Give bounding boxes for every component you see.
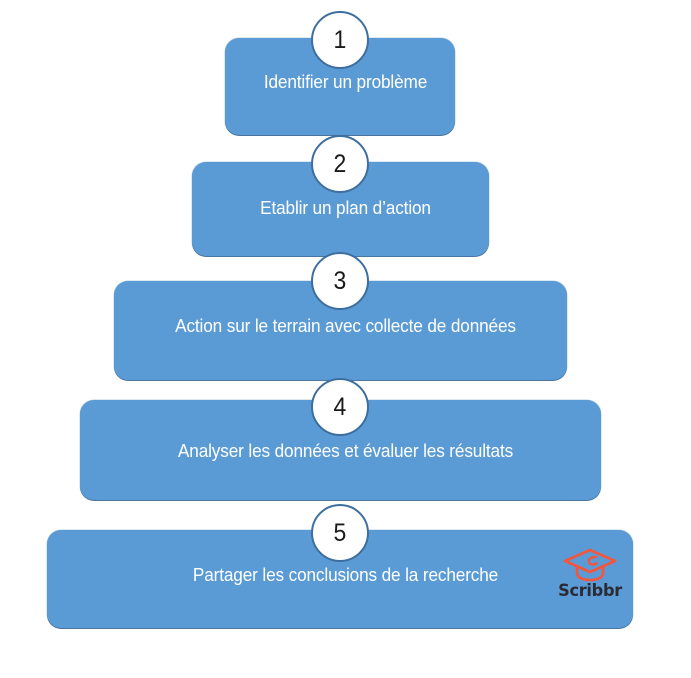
graduation-cap-icon	[563, 548, 617, 582]
step-number-1: 1	[333, 25, 347, 54]
step-number-5: 5	[333, 518, 347, 547]
scribbr-logo: Scribbr	[556, 548, 624, 610]
step-number-badge-1: 1	[311, 11, 369, 69]
step-number-2: 2	[333, 149, 347, 178]
pyramid-step-3-label: Action sur le terrain avec collecte de d…	[175, 315, 516, 336]
step-number-badge-2: 2	[311, 135, 369, 193]
scribbr-wordmark: Scribbr	[558, 581, 622, 601]
step-number-badge-4: 4	[311, 378, 369, 436]
step-number-badge-5: 5	[311, 504, 369, 562]
pyramid-step-1-label: Identifier un problème	[263, 71, 428, 92]
step-number-3: 3	[333, 266, 347, 295]
step-number-badge-3: 3	[311, 252, 369, 310]
pyramid-step-2-label: Etablir un plan d’action	[260, 197, 431, 218]
pyramid-step-4-label: Analyser les données et évaluer les résu…	[177, 440, 514, 461]
pyramid-step-5-label: Partager les conclusions de la recherche	[192, 564, 499, 585]
step-number-4: 4	[333, 392, 347, 421]
